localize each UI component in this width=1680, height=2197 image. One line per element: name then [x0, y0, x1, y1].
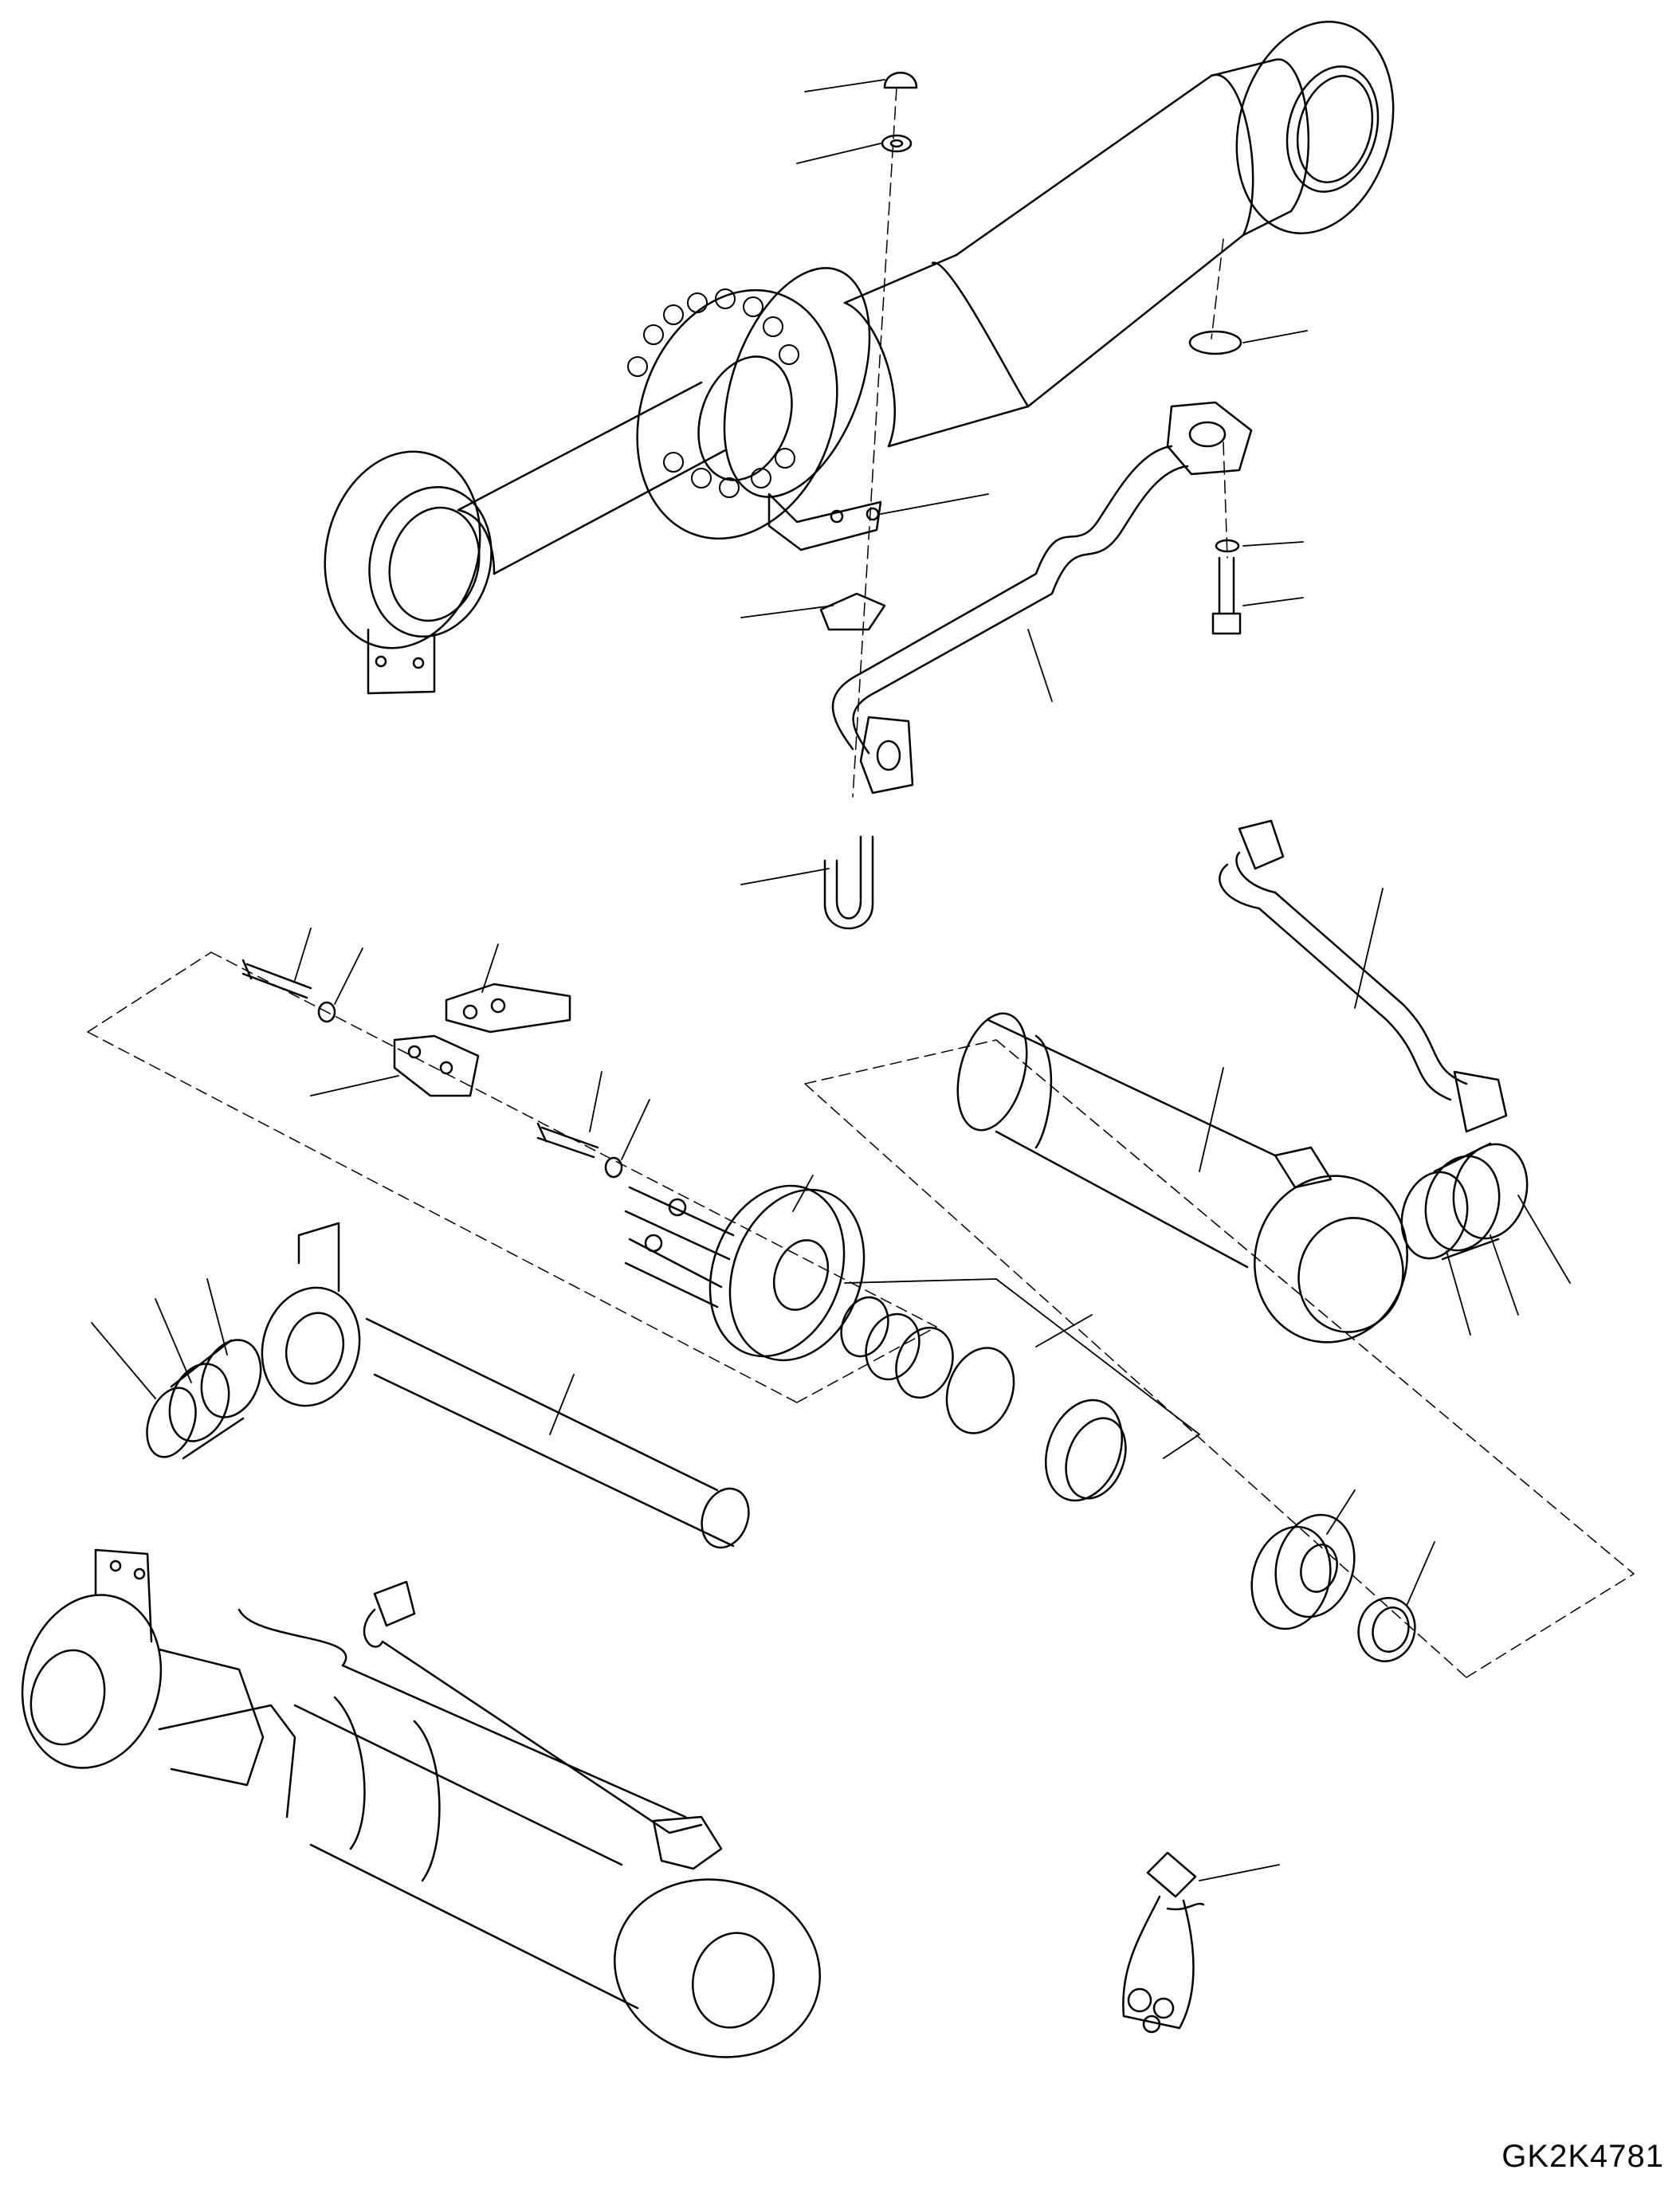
tube-bushing-set[interactable] [1392, 1136, 1537, 1265]
bracket-a[interactable] [446, 984, 570, 1032]
cylinder-head[interactable] [687, 1167, 887, 1379]
bracket-b[interactable] [394, 1036, 478, 1096]
seal-kit[interactable] [834, 1279, 1199, 1511]
u-bolt[interactable] [825, 837, 873, 928]
rod-bushing-set[interactable] [138, 1332, 271, 1464]
assembly-boundary-right [805, 1040, 1634, 1677]
piston[interactable] [1241, 1506, 1365, 1638]
bolt-center[interactable] [538, 1124, 598, 1157]
drawing-code: GK2K4781 [1501, 2139, 1664, 2174]
hydraulic-pipe[interactable] [833, 402, 1251, 793]
seal-bag-leader [1199, 1865, 1279, 1881]
tube-pipe[interactable] [1219, 821, 1506, 1132]
cylinder-tube[interactable] [946, 1006, 1426, 1359]
cylinder-head-bolts[interactable] [626, 1187, 733, 1307]
cylinder-assembly-bottom[interactable] [3, 1550, 840, 2080]
piston-rod[interactable] [249, 1223, 757, 1554]
clip-plate[interactable] [821, 594, 885, 630]
callout-leaders-top [741, 80, 1307, 885]
washer-center[interactable] [606, 1158, 622, 1177]
bolt-left[interactable] [243, 960, 311, 998]
boom-cylinder-assembly-top[interactable] [304, 4, 1416, 693]
o-ring[interactable] [1190, 332, 1241, 551]
centerline [853, 88, 1227, 797]
seal-bag[interactable] [1123, 1853, 1203, 2032]
grease-fitting-cap[interactable] [885, 73, 917, 88]
flange-bolt[interactable] [1213, 558, 1240, 634]
bolt-washer-left[interactable] [319, 1002, 335, 1022]
piston-nut[interactable] [1352, 1591, 1422, 1667]
callout-leaders-middle [92, 889, 1570, 1606]
washer[interactable] [882, 135, 911, 151]
